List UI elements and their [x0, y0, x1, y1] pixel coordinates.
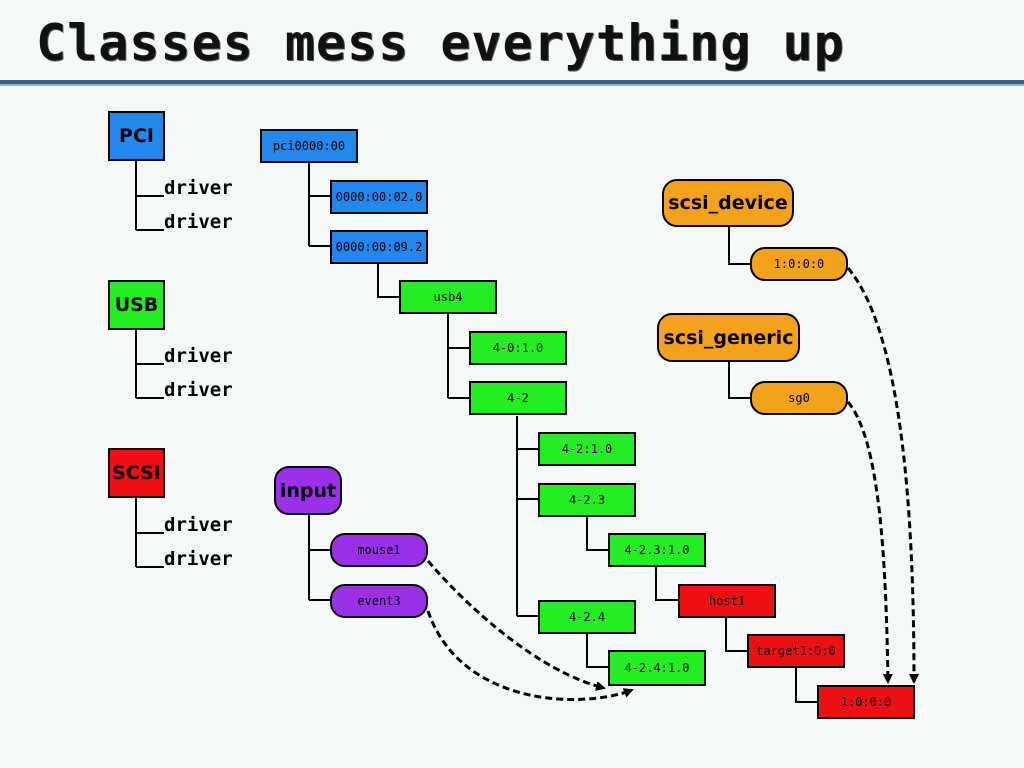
title-rule-highlight	[0, 84, 1024, 86]
bus-pci-driver: driver	[164, 211, 233, 233]
pci-driver-connector	[135, 160, 164, 231]
class-input-mouse: mouse1	[330, 533, 428, 567]
class-scsi-generic-entry: sg0	[750, 381, 848, 415]
device-scsi-host: host1	[678, 584, 776, 618]
device-usb4: usb4	[399, 280, 497, 314]
bus-usb: USB	[108, 280, 165, 330]
device-pci-0920: 0000:00:09.2	[330, 230, 428, 264]
scsi-device-connector	[728, 227, 751, 265]
input-connector	[308, 515, 331, 601]
class-scsi-device: scsi_device	[662, 179, 794, 227]
usb-driver-connector	[135, 328, 164, 399]
device-scsi-target: target1:0:0	[747, 634, 845, 668]
host1-connector	[725, 617, 748, 652]
scsi-generic-connector	[728, 362, 751, 399]
device-usb4-0-interface: 4-0:1.0	[469, 331, 567, 365]
link-sg0-to-scsi-device	[846, 401, 893, 684]
pci-root-connector	[308, 162, 331, 247]
link-scsi-device-to-scsi-device-node	[846, 267, 919, 684]
bus-pci-driver: driver	[164, 177, 233, 199]
usb4-2-3-connector	[586, 517, 609, 551]
bus-scsi-driver: driver	[164, 514, 233, 536]
bus-usb-driver: driver	[164, 345, 233, 367]
device-scsi-device: 1:0:0:0	[817, 685, 915, 719]
bus-scsi: SCSI	[108, 448, 165, 498]
device-usb4-2-interface: 4-2:1.0	[538, 432, 636, 466]
class-scsi-generic: scsi_generic	[657, 313, 800, 362]
scsi-driver-connector	[135, 497, 164, 568]
link-event3-to-usb-interface	[426, 610, 634, 702]
target1-connector	[795, 668, 818, 703]
slide-title: Classes mess everything up	[36, 14, 845, 72]
device-usb4-2: 4-2	[469, 381, 567, 415]
link-mouse1-to-usb-interface	[426, 560, 606, 691]
usb4-2-4-connector	[586, 634, 609, 668]
usb4-2-connector	[516, 416, 539, 617]
device-usb4-2-4: 4-2.4	[538, 600, 636, 634]
class-input: input	[274, 466, 342, 515]
bus-pci: PCI	[108, 111, 165, 161]
usb4-connector	[447, 314, 469, 399]
bus-scsi-driver: driver	[164, 548, 233, 570]
bus-usb-driver: driver	[164, 379, 233, 401]
class-scsi-device-entry: 1:0:0:0	[750, 247, 848, 281]
pci-usb-connector	[377, 264, 400, 298]
device-pci-0200: 0000:00:02.0	[330, 180, 428, 214]
device-pci-root: pci0000:00	[260, 129, 358, 163]
title-rule	[0, 80, 1024, 84]
device-usb4-2-4-interface: 4-2.4:1.0	[608, 650, 706, 686]
device-usb4-2-3: 4-2.3	[538, 483, 636, 517]
usb4-2-3-1-0-connector	[655, 567, 678, 601]
device-usb4-2-3-interface: 4-2.3:1.0	[608, 533, 706, 567]
class-input-event: event3	[330, 584, 428, 618]
